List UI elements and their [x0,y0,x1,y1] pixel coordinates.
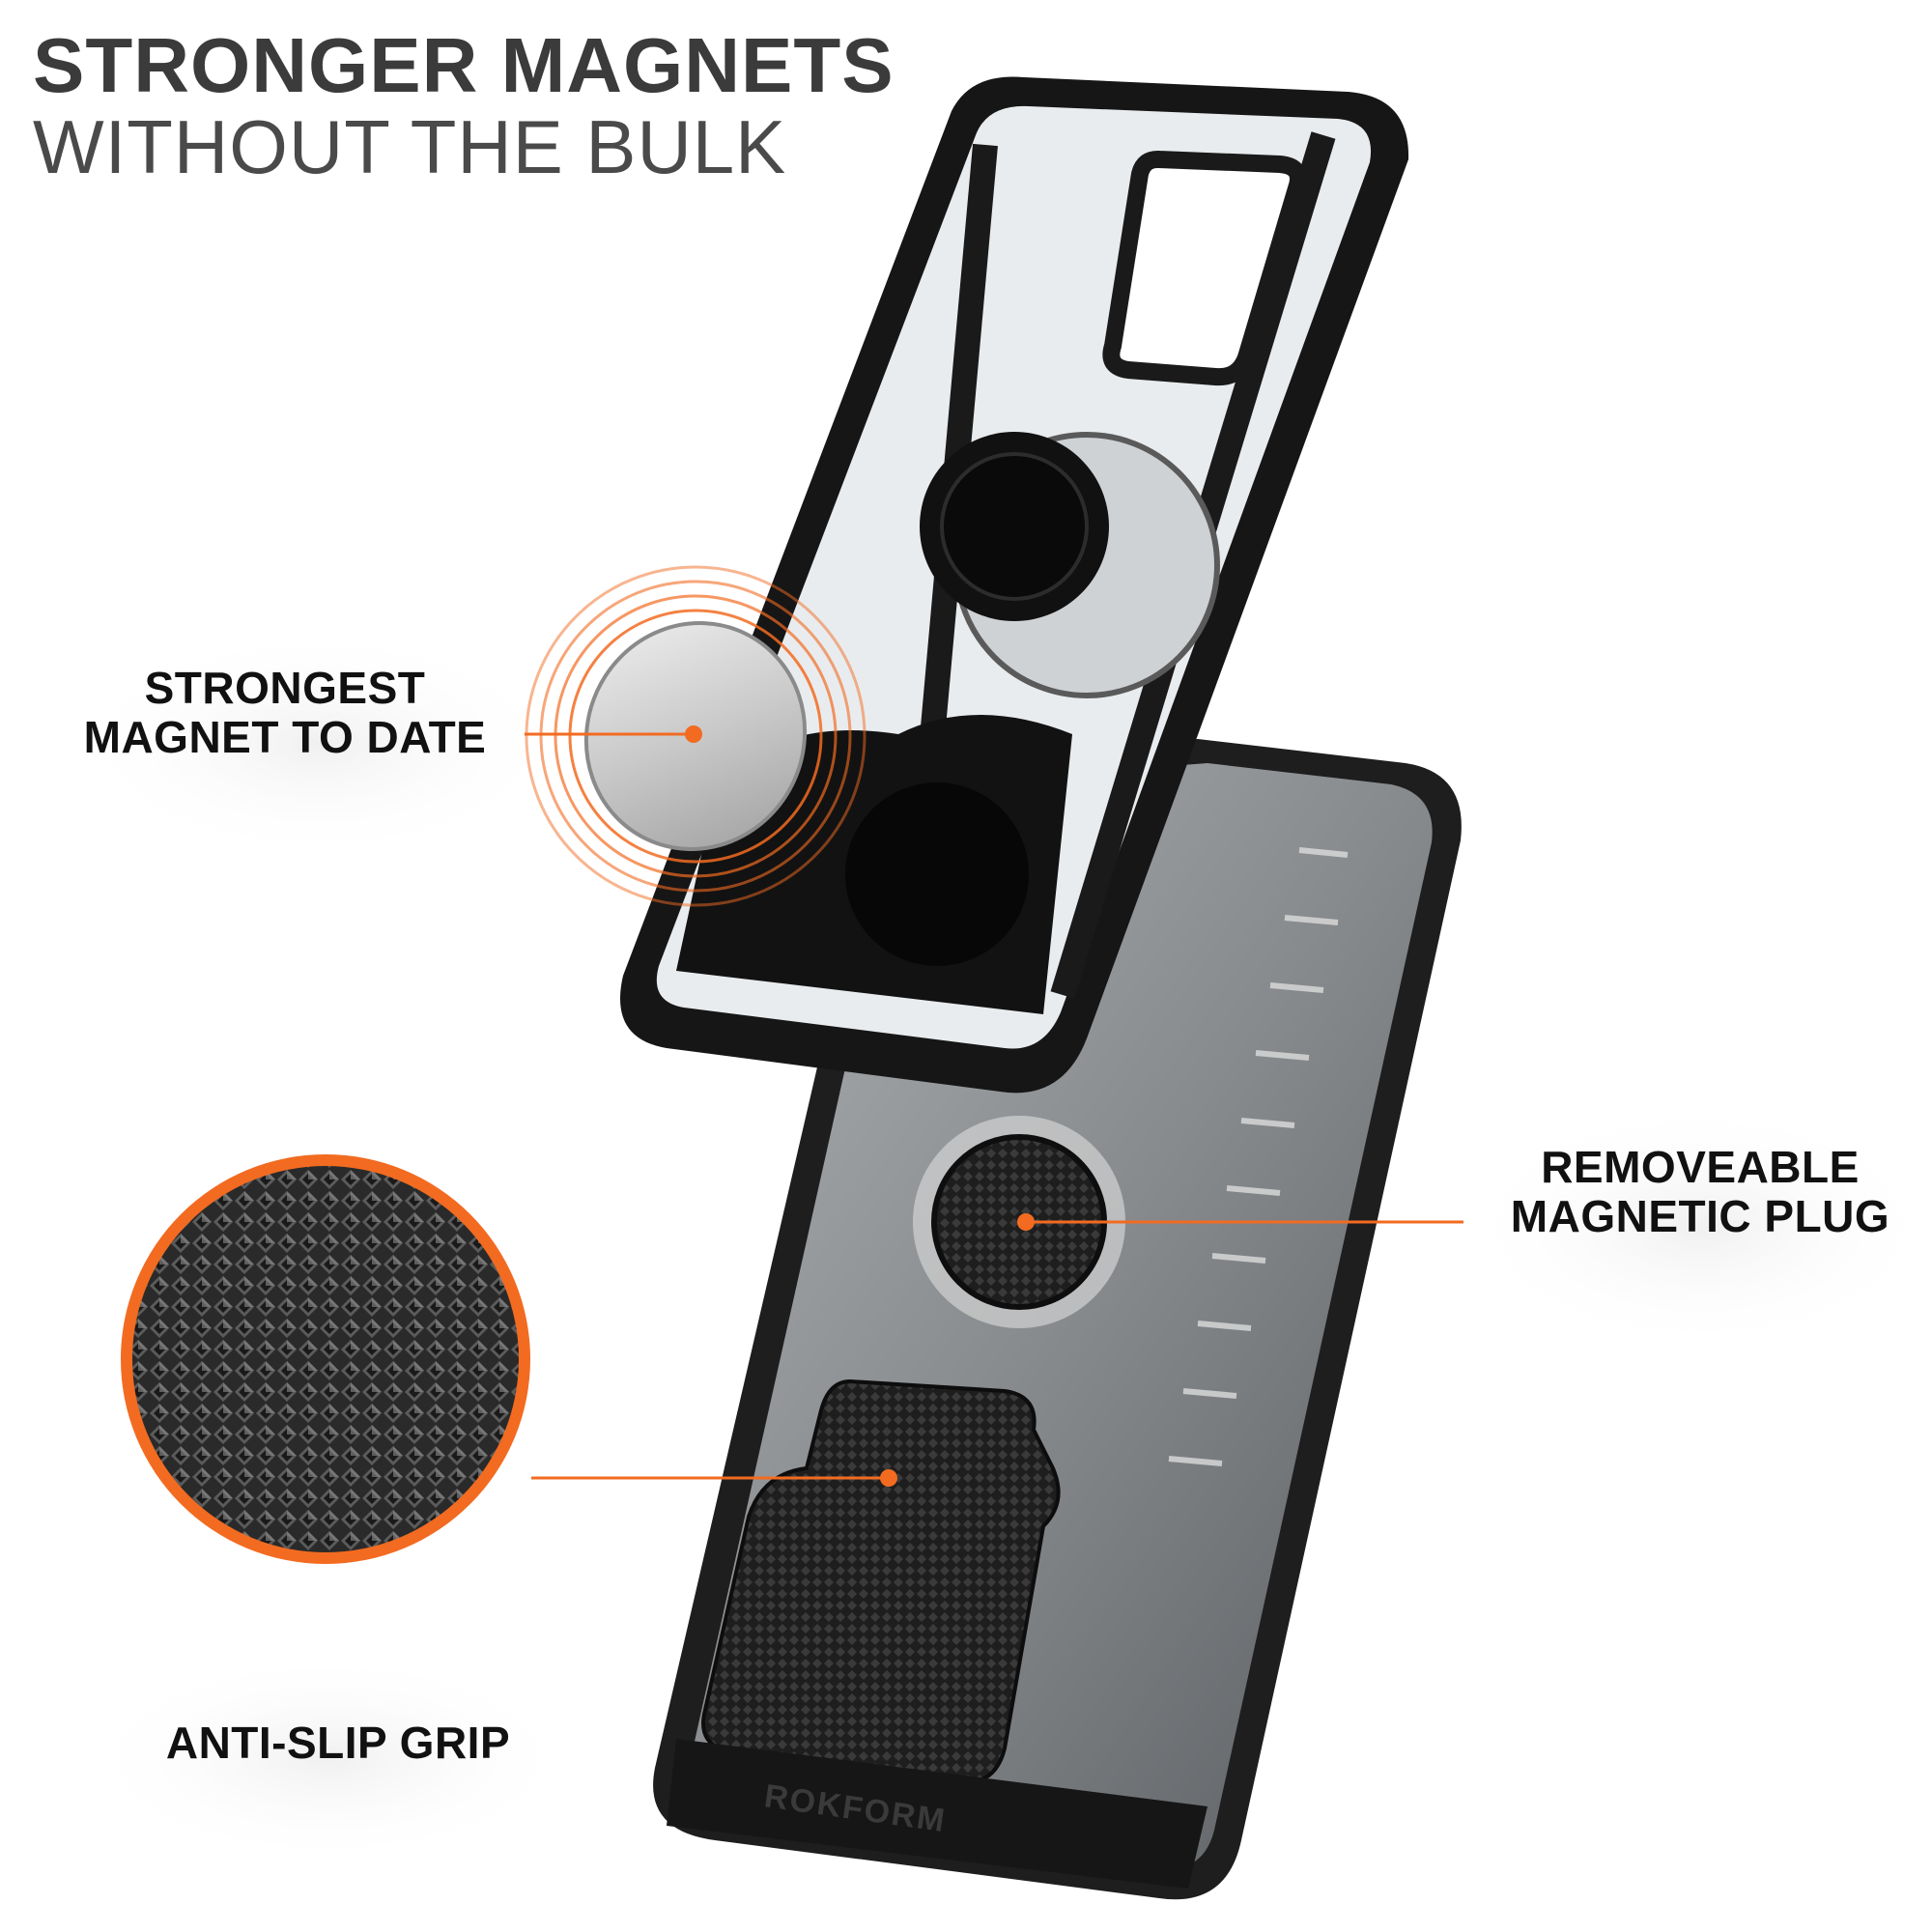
plug-callout-label: REMOVEABLE MAGNETIC PLUG [1488,1143,1913,1240]
headline-secondary: WITHOUT THE BULK [33,104,787,189]
label-halo [1459,1101,1932,1352]
magnet-callout-line-1: STRONGEST [144,663,426,713]
magnet-callout-dot [685,725,702,743]
plug-callout-line-1: REMOVEABLE [1541,1142,1860,1192]
grip-callout-label: ANTI-SLIP GRIP [116,1719,560,1768]
plug-callout-line-2: MAGNETIC PLUG [1510,1190,1890,1241]
plug-callout-dot [1017,1213,1035,1231]
grip-callout-line-1: ANTI-SLIP GRIP [165,1718,511,1768]
label-halo [77,1652,580,1864]
front-case [620,76,1409,1094]
magnet-callout-label: STRONGEST MAGNET TO DATE [58,664,512,761]
headline-primary: STRONGER MAGNETS [33,22,895,108]
grip-zoom-circle [121,1154,530,1564]
callout-lines [525,725,1463,1487]
grip-callout-dot [880,1469,897,1487]
magnet-callout-line-2: MAGNET TO DATE [83,711,487,762]
label-halo [68,628,570,860]
